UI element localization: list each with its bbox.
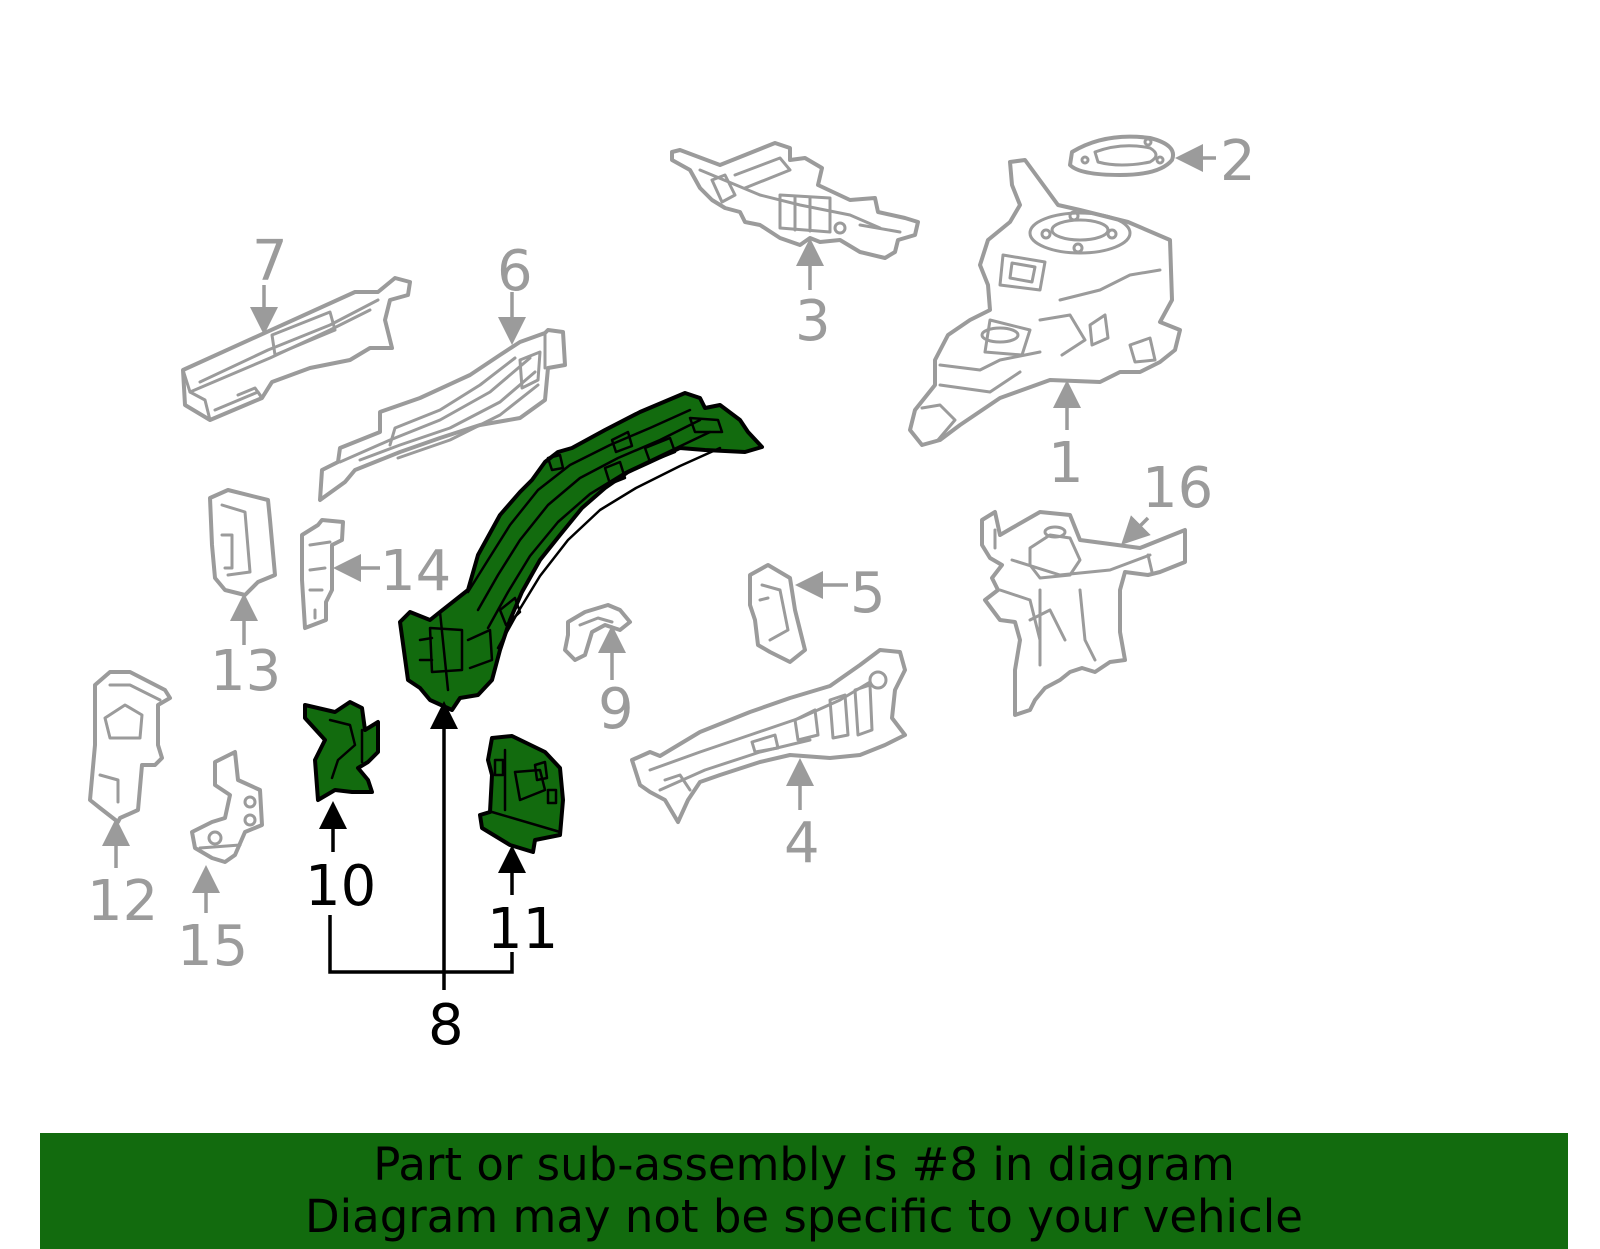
part-9-small-bracket[interactable] [563, 603, 632, 662]
callout-1: 1 [1048, 431, 1084, 496]
banner-line-2: Diagram may not be specific to your vehi… [305, 1190, 1303, 1243]
callout-6: 6 [497, 239, 533, 304]
callout-bracket-10-11 [328, 915, 514, 974]
callout-16: 16 [1142, 456, 1213, 521]
info-banner: Part or sub-assembly is #8 in diagram Di… [40, 1133, 1568, 1249]
part-14-strip-bracket[interactable] [300, 518, 345, 630]
callout-13: 13 [210, 639, 281, 704]
part-13-bracket[interactable] [208, 488, 277, 597]
callout-5: 5 [850, 561, 886, 626]
callout-14: 14 [380, 539, 451, 604]
part-7-front-rail[interactable] [181, 276, 412, 422]
callout-3: 3 [795, 289, 831, 354]
callout-8: 8 [428, 993, 464, 1058]
callout-9: 9 [598, 677, 634, 742]
callout-2: 2 [1220, 129, 1256, 194]
part-2-gasket[interactable] [1068, 134, 1175, 177]
part-16-tower-bracket[interactable] [980, 510, 1187, 717]
callout-15: 15 [177, 914, 248, 979]
callout-10: 10 [305, 854, 376, 919]
part-4-lower-rail[interactable] [630, 648, 907, 824]
part-3-rail-bracket[interactable] [670, 141, 920, 260]
part-1-strut-housing[interactable] [908, 158, 1182, 447]
part-12-plate[interactable] [88, 670, 172, 824]
part-11-apron-panel[interactable] [478, 734, 565, 854]
part-10-apron-bracket[interactable] [303, 700, 380, 802]
callout-4: 4 [784, 811, 820, 876]
part-6-wheelhouse-rail[interactable] [318, 328, 567, 502]
part-15-small-bracket[interactable] [190, 750, 264, 864]
part-5-plate[interactable] [748, 563, 807, 664]
part-8-wheelhouse-apron[interactable] [398, 391, 764, 712]
callout-11: 11 [487, 897, 558, 962]
banner-line-1: Part or sub-assembly is #8 in diagram [373, 1138, 1235, 1191]
callout-7: 7 [252, 229, 288, 294]
callout-12: 12 [87, 869, 158, 934]
